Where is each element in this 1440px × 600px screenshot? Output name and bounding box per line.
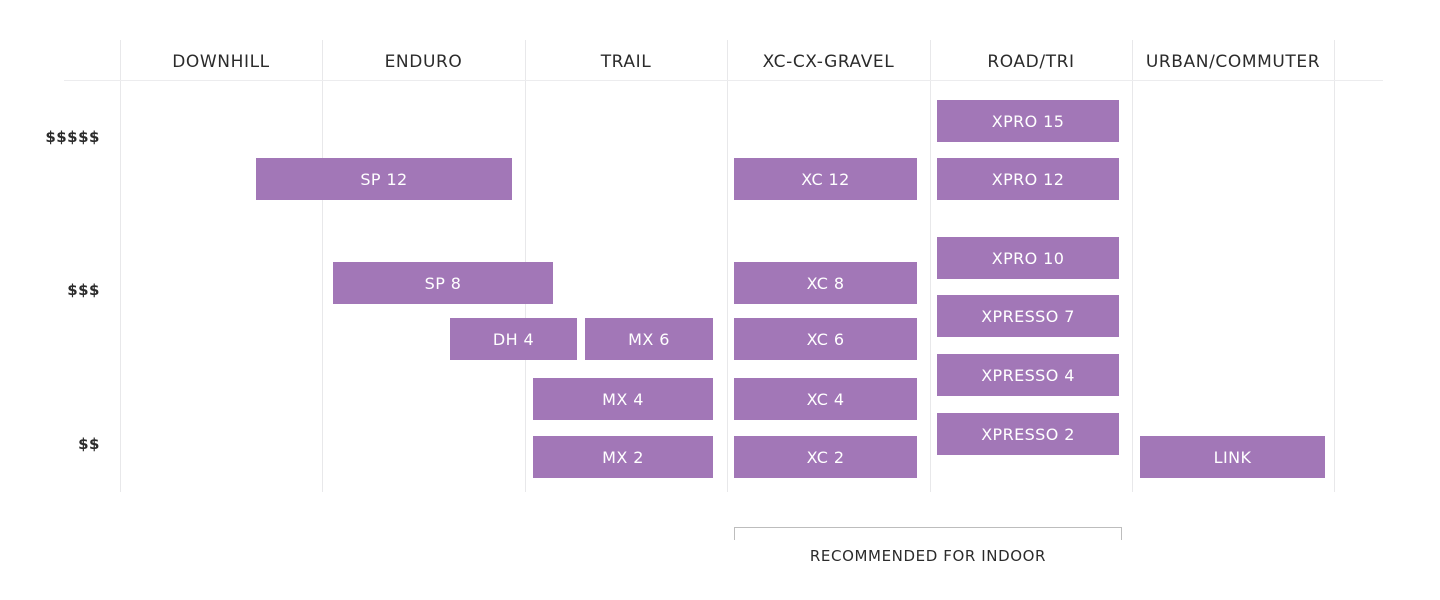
column-header-enduro: ENDURO bbox=[384, 52, 463, 72]
bar-xc-2[interactable]: XC 2 bbox=[734, 436, 917, 478]
column-divider-4 bbox=[930, 40, 931, 492]
column-divider-5 bbox=[1132, 40, 1133, 492]
header-underline bbox=[64, 80, 1383, 81]
column-header-downhill: DOWNHILL bbox=[172, 52, 270, 72]
column-divider-3 bbox=[727, 40, 728, 492]
column-header-urban-commuter: URBAN/COMMUTER bbox=[1145, 52, 1321, 72]
bar-xpresso-4[interactable]: XPRESSO 4 bbox=[937, 354, 1119, 396]
column-divider-0 bbox=[120, 40, 121, 492]
column-divider-1 bbox=[322, 40, 323, 492]
bar-dh-4[interactable]: DH 4 bbox=[450, 318, 577, 360]
indoor-bracket-icon bbox=[734, 527, 1122, 540]
bar-xpresso-2[interactable]: XPRESSO 2 bbox=[937, 413, 1119, 455]
bar-xpro-15[interactable]: XPRO 15 bbox=[937, 100, 1119, 142]
bar-xpro-12[interactable]: XPRO 12 bbox=[937, 158, 1119, 200]
bar-xc-12[interactable]: XC 12 bbox=[734, 158, 917, 200]
price-tick-2: $$ bbox=[78, 435, 100, 453]
bar-sp-8[interactable]: SP 8 bbox=[333, 262, 553, 304]
column-header-trail: TRAIL bbox=[600, 52, 652, 72]
price-tick-0: $$$$$ bbox=[45, 128, 100, 146]
bar-xpresso-7[interactable]: XPRESSO 7 bbox=[937, 295, 1119, 337]
bar-xc-6[interactable]: XC 6 bbox=[734, 318, 917, 360]
bar-mx-6[interactable]: MX 6 bbox=[585, 318, 713, 360]
indoor-bracket-caption: RECOMMENDED FOR INDOOR bbox=[809, 547, 1047, 565]
bar-sp-12[interactable]: SP 12 bbox=[256, 158, 512, 200]
bar-xpro-10[interactable]: XPRO 10 bbox=[937, 237, 1119, 279]
column-divider-6 bbox=[1334, 40, 1335, 492]
bar-xc-4[interactable]: XC 4 bbox=[734, 378, 917, 420]
price-tick-1: $$$ bbox=[67, 281, 100, 299]
bar-mx-2[interactable]: MX 2 bbox=[533, 436, 713, 478]
bar-xc-8[interactable]: XC 8 bbox=[734, 262, 917, 304]
bar-mx-4[interactable]: MX 4 bbox=[533, 378, 713, 420]
bar-link[interactable]: LINK bbox=[1140, 436, 1325, 478]
column-header-road-tri: ROAD/TRI bbox=[987, 52, 1075, 72]
column-header-xc-cx-gravel: XC-CX-GRAVEL bbox=[762, 52, 895, 72]
